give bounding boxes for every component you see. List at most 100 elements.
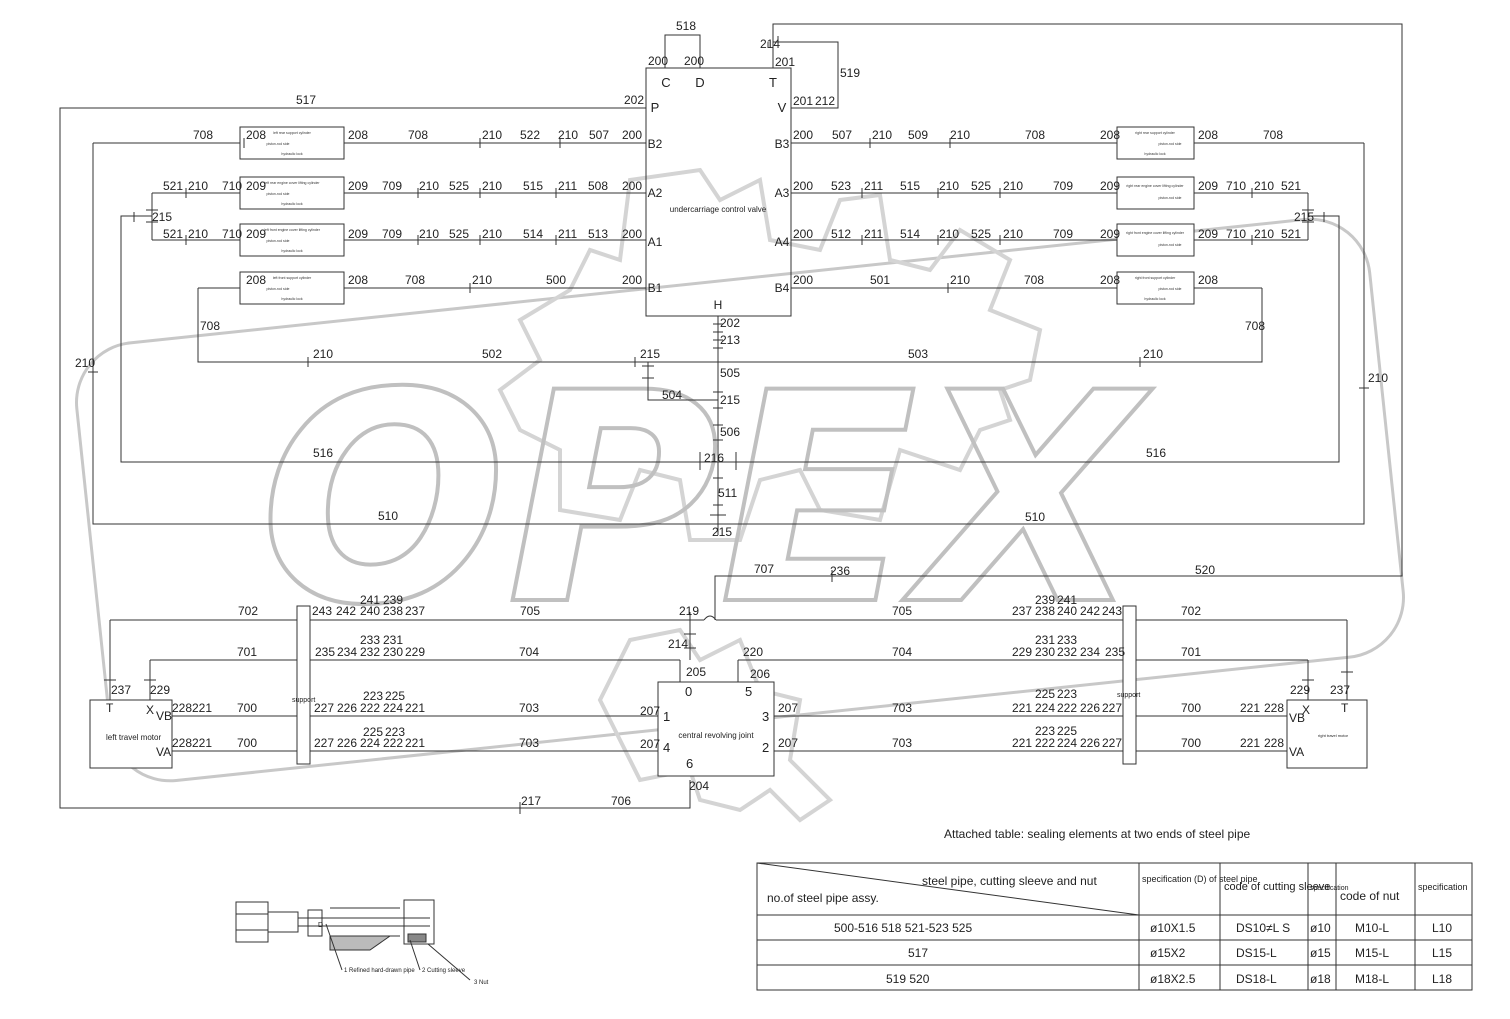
pipe-number: 709: [382, 227, 402, 241]
port-label: 6: [686, 756, 693, 771]
cylinder-rod-side: piston-rod side: [1159, 196, 1182, 200]
pipe-number: 210: [558, 128, 578, 142]
pipe-number: 523: [831, 179, 851, 193]
pipe-number: 215: [1294, 210, 1314, 224]
pipe-number: 210: [1003, 227, 1023, 241]
table-cell: DS10≠L S: [1236, 921, 1290, 935]
port-label: A2: [648, 186, 663, 200]
table-header: code of nut: [1340, 889, 1400, 903]
pipe-number: 510: [378, 509, 398, 523]
cutting-sleeve: [407, 933, 427, 943]
revolving-joint: central revolving joint 0 5 1 3 4 2 6: [657, 681, 775, 777]
pipe-number: 200: [622, 227, 642, 241]
table-cell: ø15: [1310, 946, 1331, 960]
sealing-elements-table: Attached table: sealing elements at two …: [756, 827, 1473, 991]
pipe-number: 502: [482, 347, 502, 361]
pipe-number: 230: [383, 645, 403, 659]
cylinder-rod-side: piston-rod side: [1159, 243, 1182, 247]
cylinder-name: right rear support cylinder: [1135, 131, 1176, 135]
pipe-number: 228: [1264, 736, 1284, 750]
pipe-number: 709: [1053, 179, 1073, 193]
port-label: X: [1302, 703, 1310, 717]
pipe-number: 226: [1080, 701, 1100, 715]
pipe-number: 224: [1035, 701, 1055, 715]
pipe-number: 710: [222, 227, 242, 241]
pipe-number: 209: [1100, 227, 1120, 241]
pipe-number: 213: [720, 333, 740, 347]
pipe-number: 221: [1012, 736, 1032, 750]
pipe-number: 200: [793, 227, 813, 241]
cylinder-left-front-engine-cover: [239, 223, 345, 257]
port-label: 1: [663, 709, 670, 724]
pipe-number: 228: [172, 736, 192, 750]
left-travel-motor: left travel motor X VB VA T: [89, 699, 173, 769]
pipe-number: 211: [558, 179, 577, 193]
pipe-number: 232: [1057, 645, 1077, 659]
port-label: A3: [775, 186, 790, 200]
pipe-number: 708: [1263, 128, 1283, 142]
pipe-number: 225: [385, 689, 405, 703]
pipe-number: 521: [1281, 179, 1301, 193]
pipe-number: 708: [1025, 128, 1045, 142]
supports-text: support support: [292, 692, 1140, 704]
pipe-number: 708: [408, 128, 428, 142]
pipe-lines-lower: [109, 605, 1348, 765]
pipe-number: 233: [360, 633, 380, 647]
cylinder-left-front-support: [239, 271, 345, 305]
pipe-number: 703: [519, 736, 539, 750]
pipe-number: 210: [472, 273, 492, 287]
pipe-number: 705: [520, 604, 540, 618]
pipe-number: 235: [1105, 645, 1125, 659]
pipe-520: [714, 23, 1403, 612]
table-cell: ø15X2: [1150, 946, 1186, 960]
support-label: support: [292, 697, 315, 704]
port-label: 4: [663, 740, 670, 755]
pipe-number: 525: [449, 227, 469, 241]
pipe-number: 211: [864, 179, 883, 193]
cylinder-left-rear-support: [239, 126, 345, 160]
pipe-number: 207: [778, 701, 798, 715]
pipe-number: 210: [1254, 227, 1274, 241]
pipe-number: 518: [676, 19, 696, 33]
cylinder-right-front-engine-cover: [1116, 223, 1195, 257]
pipe-number: 210: [1003, 179, 1023, 193]
pipe-504: [647, 362, 718, 401]
pipe-number: 521: [163, 227, 183, 241]
cylinder-rod-side: piston-rod side: [267, 192, 290, 196]
pipe-number: 200: [622, 179, 642, 193]
pipe-number: 512: [831, 227, 851, 241]
pipe-518: [664, 34, 701, 68]
cylinder-right-front-support: [1116, 271, 1195, 305]
cylinder-rod-side: piston-rod side: [1159, 142, 1182, 146]
cylinder-rod-side: piston-rod side: [1159, 287, 1182, 291]
pipe-number: 215: [720, 393, 740, 407]
pipe-number: 514: [900, 227, 920, 241]
pipe-number: 224: [360, 736, 380, 750]
pipe-number: 503: [908, 347, 928, 361]
pipe-number: 225: [1057, 724, 1077, 738]
pipe-number: 222: [383, 736, 403, 750]
pipe-number: 208: [348, 273, 368, 287]
pipe-number: 201: [775, 55, 795, 69]
port-label: T: [769, 75, 777, 90]
pipe-number: 514: [523, 227, 543, 241]
pipe-number: 235: [315, 645, 335, 659]
pipe-number: 204: [689, 779, 709, 793]
fitting-detail: D 1 Refined hard-drawn pipe 2 Cutting sl…: [235, 899, 489, 986]
pipe-number: 227: [1102, 736, 1122, 750]
pipe-number: 515: [900, 179, 920, 193]
pipe-number: 500: [546, 273, 566, 287]
port-label: H: [714, 298, 723, 312]
pipe-number: 522: [520, 128, 540, 142]
pipe-number: 210: [1143, 347, 1163, 361]
cylinder-lock: hydraulic lock: [281, 297, 302, 301]
pipe-number: 202: [720, 316, 740, 330]
callout-label: 3 Nut: [474, 980, 489, 986]
pipe-number: 506: [720, 425, 740, 439]
cylinder-name: right rear engine cover lifting cylinder: [1126, 184, 1184, 188]
pipe-number: 242: [1080, 604, 1100, 618]
pipe-number: 217: [521, 794, 541, 808]
table-cell: ø10X1.5: [1150, 921, 1196, 935]
cylinder-rod-side: piston-rod side: [267, 239, 290, 243]
pipe-number: 210: [313, 347, 333, 361]
